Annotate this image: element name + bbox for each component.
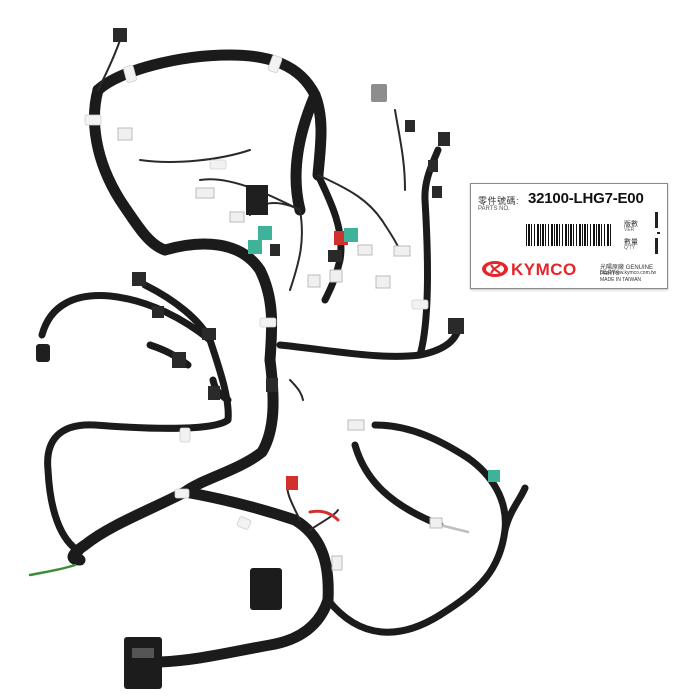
quantity-caption-en: Q'TY (624, 245, 636, 251)
brand-name: KYMCO (511, 260, 577, 279)
harness-trunk (67, 49, 334, 668)
connectors (36, 28, 500, 689)
quantity-caption-zh: 數量 (624, 239, 638, 246)
red-wire (308, 509, 340, 522)
vertical-barcode (655, 212, 663, 254)
harness-lower-right (324, 421, 529, 636)
part-label-sticker: 零件號碼: PARTS NO. 32100-LHG7-E00 版數 VER 數量… (470, 183, 668, 289)
barcode (526, 224, 612, 246)
part-number-caption-en: PARTS NO. (478, 206, 510, 212)
version-caption-en: VER (624, 227, 635, 233)
website-url: http://www.kymco.com.tw (600, 270, 657, 276)
part-number-caption-zh: 零件號碼: (478, 196, 520, 206)
thin-wires (97, 39, 406, 531)
genuine-parts-text: 光陽原廠 GENUINE PARTS (600, 265, 654, 277)
white-wire (438, 523, 470, 534)
made-in-text: MADE IN TAIWAN (600, 277, 642, 283)
tape-bands (84, 54, 429, 530)
kymco-logo-icon (482, 261, 508, 277)
part-number: 32100-LHG7-E00 (528, 190, 644, 207)
version-caption-zh: 版數 (624, 221, 638, 228)
green-wire (28, 563, 77, 577)
